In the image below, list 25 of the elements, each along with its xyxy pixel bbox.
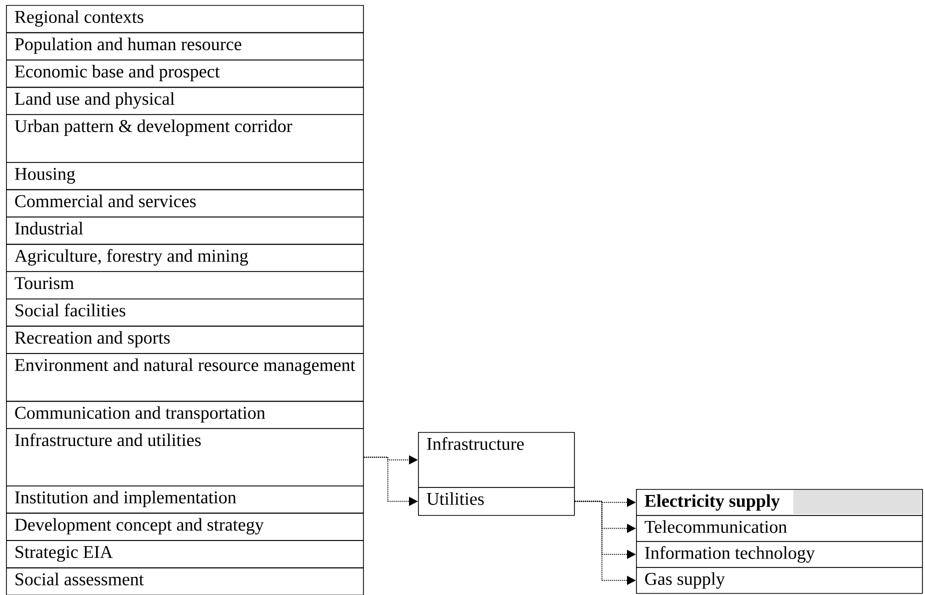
list-row: Infrastructure and utilities	[6, 428, 364, 486]
list-row: Urban pattern & development corridor	[6, 114, 364, 163]
list-row: Housing	[6, 162, 364, 190]
list-row: Regional contexts	[6, 5, 364, 34]
list-row: Institution and implementation	[6, 486, 364, 514]
list-row: Communication and transportation	[6, 400, 364, 429]
list-row: Recreation and sports	[6, 326, 364, 354]
list-row: Land use and physical	[6, 86, 364, 115]
list-row: Environment and natural resource management	[6, 353, 364, 402]
list-row: Electricity supply	[636, 489, 923, 516]
list-row: Utilities	[418, 487, 575, 516]
list-row: Tourism	[6, 271, 364, 300]
list-row: Agriculture, forestry and mining	[6, 244, 364, 272]
list-row: Strategic EIA	[6, 540, 364, 568]
list-row: Infrastructure	[418, 432, 575, 488]
list-row: Population and human resource	[6, 32, 364, 60]
list-row: Social assessment	[6, 567, 364, 595]
list-row: Industrial	[6, 216, 364, 245]
list-row: Economic base and prospect	[6, 60, 364, 88]
list-row: Gas supply	[636, 567, 923, 594]
list-row: Social facilities	[6, 298, 364, 327]
list-row: Information technology	[636, 541, 923, 568]
list-row: Telecommunication	[636, 515, 923, 542]
list-row: Commercial and services	[6, 189, 364, 218]
list-row: Development concept and strategy	[6, 512, 364, 541]
